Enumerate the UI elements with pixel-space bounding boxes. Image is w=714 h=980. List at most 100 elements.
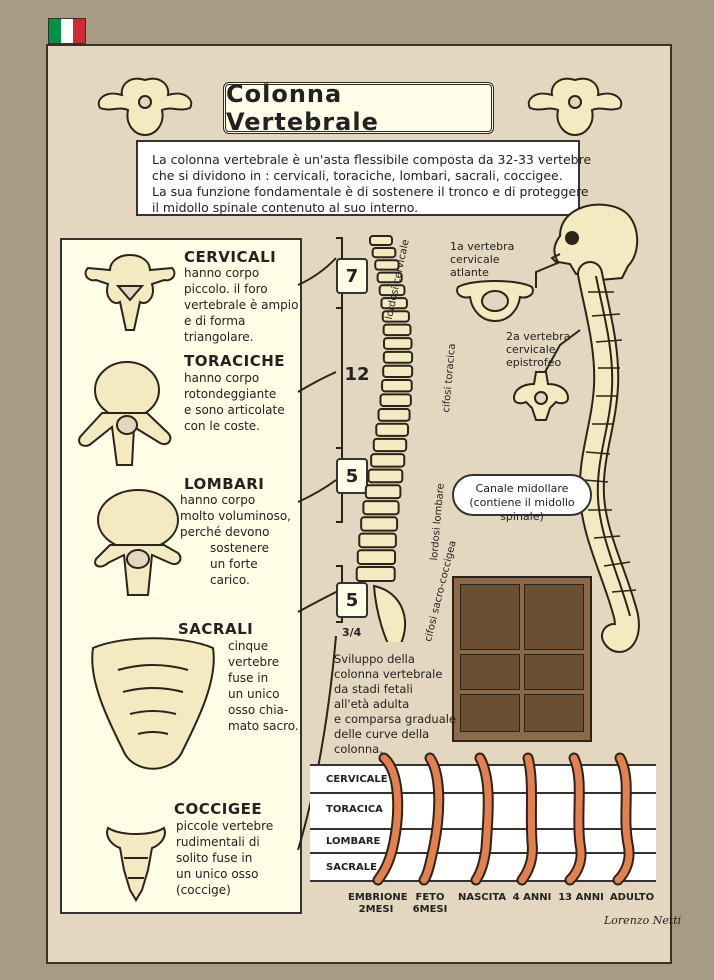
specimen-cabinet — [452, 576, 592, 742]
text-line: colonna. — [334, 742, 383, 756]
text-line: e sono articolate — [184, 403, 285, 417]
text-line: atlante — [450, 266, 489, 279]
decorative-vertebra-left-icon — [97, 77, 193, 137]
spine-vertebra — [369, 235, 393, 246]
signature: Lorenzo Netti — [604, 914, 682, 927]
text-line: all'età adulta — [334, 697, 410, 711]
text-line: colonna vertebrale — [334, 667, 443, 681]
stage-line: 4 ANNI — [512, 892, 552, 903]
text-line: solito fuse in — [176, 851, 253, 865]
section-text-cervicali: hanno corpo piccolo. il foro vertebrale … — [184, 265, 298, 345]
flag-red — [73, 19, 85, 43]
stage-4-anni: 4 ANNI — [510, 892, 554, 904]
spine-vertebra — [381, 310, 410, 323]
section-title-cervicali: CERVICALI — [184, 248, 277, 266]
stage-line: 13 ANNI — [558, 892, 604, 903]
spine-sacrum — [372, 584, 407, 642]
row-label-sacrale: SACRALE — [326, 862, 377, 873]
count-cervical: 7 — [336, 258, 368, 294]
text-line: carico. — [210, 573, 250, 587]
text-line: fuse in — [228, 671, 269, 685]
text-line: con le coste. — [184, 419, 260, 433]
axis-vertebra-icon — [512, 371, 570, 421]
section-text-sacrali: cinque vertebre fuse in un unico osso ch… — [228, 638, 299, 734]
page-title: Colonna Vertebrale — [223, 80, 494, 136]
spine-vertebra — [376, 271, 403, 284]
count-thoracic: 12 — [344, 363, 370, 385]
spine-vertebra — [364, 484, 402, 500]
spine-vertebra — [380, 297, 408, 310]
text-line: rudimentali di — [176, 835, 260, 849]
text-line: un unico — [228, 687, 280, 701]
text-line: hanno corpo — [184, 371, 260, 385]
cervical-vertebra-icon — [84, 253, 176, 331]
stage-adulto: ADULTO — [608, 892, 656, 904]
text-line: rotondeggiante — [184, 387, 277, 401]
stage-feto: FETO 6MESI — [408, 892, 452, 916]
intro-text: La colonna vertebrale è un'asta flessibi… — [136, 140, 591, 216]
text-line: Canale midollare — [475, 482, 569, 495]
cabinet-shelf — [524, 584, 584, 650]
intro-line: che si dividono in : cervicali, toracich… — [152, 168, 563, 183]
development-text: Sviluppo della colonna vertebrale da sta… — [334, 652, 456, 757]
text-line: un unico osso — [176, 867, 259, 881]
canal-label: Canale midollare (contiene il midollo sp… — [452, 474, 592, 523]
cabinet-shelf — [460, 694, 520, 732]
spine-vertebra — [382, 337, 413, 350]
stage-line: 2MESI — [358, 904, 394, 915]
stage-line: NASCITA — [458, 892, 507, 903]
text-line: vertebrale è ampio — [184, 298, 299, 312]
cabinet-shelf — [460, 584, 520, 650]
spine-vertebra — [382, 323, 412, 337]
lumbar-vertebra-icon — [94, 489, 182, 596]
stage-line: EMBRIONE — [348, 892, 408, 903]
text-line: perché devono — [180, 525, 270, 539]
skull-and-spine-icon — [550, 203, 640, 653]
cabinet-shelf — [460, 654, 520, 690]
text-line: piccole vertebre — [176, 819, 274, 833]
text-line: vertebre — [228, 655, 280, 669]
text-line: (contiene il midollo spinale) — [469, 496, 575, 523]
stage-line: 6MESI — [412, 904, 448, 915]
italian-flag-icon — [48, 18, 86, 44]
spine-vertebra — [356, 549, 397, 565]
spine-vertebra — [382, 364, 414, 378]
section-text-coccigee: piccole vertebre rudimentali di solito f… — [176, 818, 273, 898]
stage-embrione: EMBRIONE 2MESI — [348, 892, 408, 916]
flag-white — [61, 19, 73, 43]
spine-vertebra — [378, 284, 406, 297]
stage-nascita: NASCITA — [458, 892, 507, 904]
count-lumbar: 5 — [336, 458, 368, 494]
spine-vertebra — [360, 516, 399, 532]
section-text-toraciche: hanno corpo rotondeggiante e sono artico… — [184, 370, 285, 434]
section-title-sacrali: SACRALI — [178, 620, 254, 638]
section-title-toraciche: TORACICHE — [184, 352, 286, 370]
spine-vertebra — [362, 500, 400, 516]
stage-13-anni: 13 ANNI — [556, 892, 606, 904]
count-sacral: 5 — [336, 582, 368, 618]
spine-vertebra — [367, 468, 404, 484]
text-line: 2a vertebra — [506, 330, 571, 343]
spine-vertebra — [382, 350, 414, 364]
spine-vertebra — [370, 453, 406, 468]
atlas-vertebra-icon — [456, 280, 534, 323]
text-line: 1a vertebra — [450, 240, 515, 253]
row-label-toracica: TORACICA — [326, 804, 383, 815]
cabinet-shelf — [524, 654, 584, 690]
text-line: triangolare. — [184, 330, 254, 344]
flag-green — [49, 19, 61, 43]
thoracic-vertebra-icon — [78, 361, 172, 466]
text-line: delle curve della — [334, 727, 430, 741]
text-line: epistrofeo — [506, 356, 562, 369]
spine-vertebra — [381, 378, 413, 393]
count-coccygeal: 3/4 — [342, 626, 362, 639]
section-title-coccigee: COCCIGEE — [174, 800, 263, 818]
text-line: cervicale — [450, 253, 500, 266]
spine-vertebra — [379, 393, 412, 407]
coccyx-icon — [106, 826, 166, 902]
spine-vertebra — [355, 566, 396, 582]
spine-development-stages — [372, 752, 635, 886]
text-line: cinque — [228, 639, 269, 653]
spine-vertebra — [377, 407, 411, 422]
intro-line: il midollo spinale contenuto al suo inte… — [152, 200, 419, 215]
